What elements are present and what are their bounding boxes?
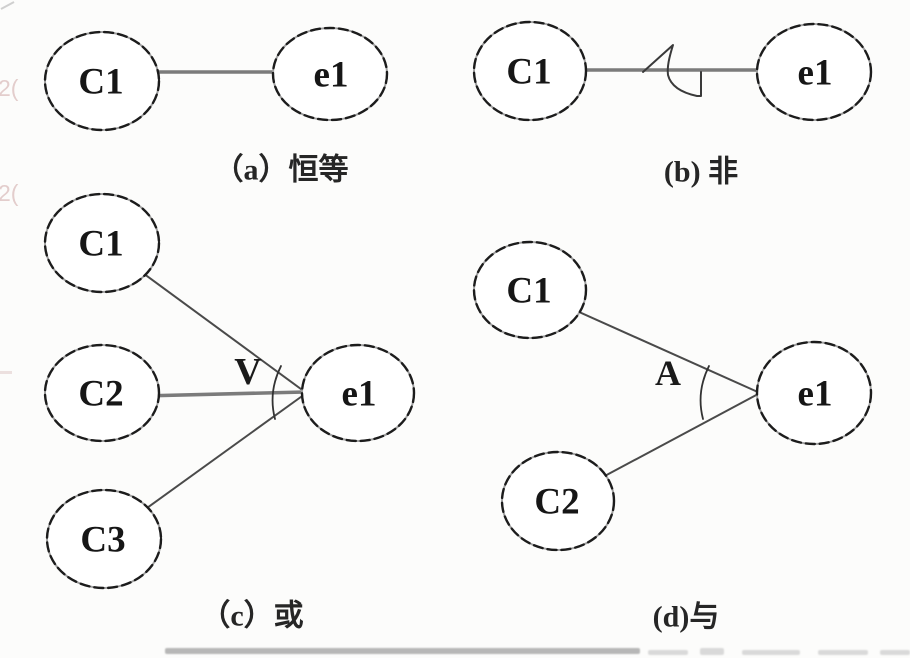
node-d-e1-label: e1 — [798, 374, 833, 415]
diagram-a: C1 e1 （a）恒等 — [43, 26, 389, 187]
node-d-e1-ring — [755, 340, 873, 446]
node-a-c1-ring — [43, 30, 161, 132]
diagram-d: C1 C2 e1 A (d)与 — [472, 240, 873, 634]
caption-b: (b) 非 — [664, 156, 738, 189]
and-junction-arc — [699, 365, 710, 420]
negation-mark — [642, 44, 702, 97]
node-c-c1-label: C1 — [78, 224, 123, 265]
node-b-e1-label: e1 — [798, 53, 833, 94]
node-a-c1-label: C1 — [78, 62, 123, 103]
caption-c: （c）或 — [200, 599, 303, 633]
cutoff-text-strip — [165, 648, 910, 655]
node-c-c2-ring — [43, 343, 161, 443]
node-d-c1-label: C1 — [506, 271, 551, 312]
node-c-c3-label: C3 — [80, 520, 125, 561]
node-c-c3-ring — [45, 488, 163, 590]
or-operator-label: V — [234, 351, 262, 393]
diagram-b: C1 e1 (b) 非 — [472, 20, 873, 189]
node-d-c2-ring — [500, 450, 616, 552]
margin-mark-2: 2( — [0, 180, 19, 206]
node-d-c2-label: C2 — [534, 482, 579, 523]
margin-pink-dash — [0, 371, 12, 374]
and-operator-label: A — [655, 353, 681, 393]
node-b-c1-label: C1 — [506, 52, 551, 93]
node-b-c1-ring — [472, 20, 588, 122]
diagram-c: C1 C2 C3 e1 V （c）或 — [43, 192, 416, 633]
corner-smudge — [0, 1, 15, 10]
caption-a: （a）恒等 — [214, 153, 349, 187]
node-c-e1-label: e1 — [342, 374, 377, 415]
or-junction-arc — [271, 365, 282, 420]
node-b-e1-ring — [755, 22, 873, 122]
node-a-e1-ring — [271, 26, 389, 122]
node-c-c2-label: C2 — [78, 374, 123, 415]
margin-mark-1: 2( — [0, 75, 19, 101]
node-c-c1-ring — [43, 192, 161, 294]
node-c-e1-ring — [300, 343, 416, 443]
caption-d: (d)与 — [653, 601, 720, 634]
node-d-c1-ring — [472, 240, 588, 340]
node-a-e1-label: e1 — [314, 55, 349, 96]
